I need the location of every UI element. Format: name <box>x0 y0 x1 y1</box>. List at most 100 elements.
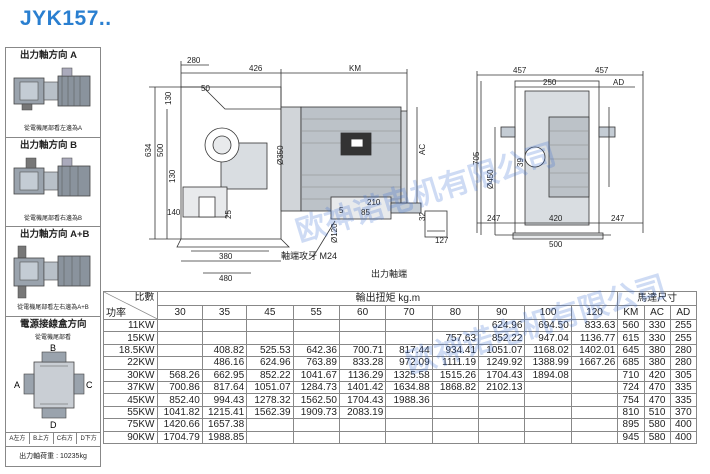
dim-25: 25 <box>224 210 233 219</box>
torque-cell: 817.44 <box>385 343 433 358</box>
motor-km-cell: 560 <box>617 318 645 333</box>
motor-km-cell: 615 <box>617 331 645 345</box>
torque-cell: 833.28 <box>338 356 387 370</box>
torque-cell: 486.16 <box>201 356 248 370</box>
dim-480: 480 <box>219 274 233 283</box>
ratio-header-80: 80 <box>431 305 480 320</box>
motor-ac-cell: 580 <box>643 418 671 432</box>
torque-cell <box>570 430 619 444</box>
motor-km-cell: 754 <box>617 393 645 407</box>
torque-cell <box>570 380 619 395</box>
torque-cell <box>524 393 572 407</box>
torque-cell <box>157 318 203 333</box>
torque-cell: 1988.85 <box>201 430 248 444</box>
torque-cell <box>478 430 526 444</box>
motor-ad-cell: 255 <box>669 318 698 333</box>
torque-cell <box>524 380 572 395</box>
torque-cell: 1401.42 <box>338 380 387 395</box>
torque-cell: 525.53 <box>246 343 294 358</box>
section-heading-a: 出力軸方向 A <box>6 47 100 63</box>
dim-500: 500 <box>156 143 165 157</box>
torque-cell: 1909.73 <box>292 405 340 420</box>
motor-ac-cell: 380 <box>643 356 671 370</box>
motor-body <box>300 106 402 212</box>
junction-box-diagram: A B C D <box>14 344 93 430</box>
torque-cell: 972.09 <box>385 356 433 370</box>
torque-cell: 852.22 <box>246 368 294 382</box>
dim-426: 426 <box>249 64 263 73</box>
dim-85: 85 <box>361 208 370 217</box>
torque-cell <box>570 418 619 432</box>
table-corner: 比數 功率 <box>102 291 159 320</box>
motor-col-ac: AC <box>643 305 671 320</box>
torque-cell <box>385 405 433 420</box>
output-shaft-weight: 出力軸荷重 : 10235kg <box>6 446 100 467</box>
jbox-legend-b: B上方 <box>30 433 54 444</box>
gearbox-b-icon <box>13 157 91 197</box>
torque-cell: 1278.32 <box>246 393 294 407</box>
jbox-legend-c: C右方 <box>54 433 78 444</box>
torque-cell <box>246 418 294 432</box>
page-title: JYK157.. <box>20 7 112 30</box>
jbox-legend-a: A左方 <box>6 433 30 444</box>
corner-divider <box>104 292 157 319</box>
torque-cell: 994.43 <box>201 393 248 407</box>
motor-km-cell: 710 <box>617 368 645 382</box>
torque-cell: 817.64 <box>201 380 248 395</box>
torque-cell <box>157 356 203 370</box>
motor-ad-cell: 370 <box>669 405 698 420</box>
motor-ad-cell: 280 <box>669 343 698 358</box>
torque-cell: 624.96 <box>478 318 526 333</box>
motor-ad-cell: 335 <box>669 380 698 395</box>
torque-cell: 1136.29 <box>338 368 387 382</box>
torque-cell <box>478 405 526 420</box>
torque-cell <box>431 430 480 444</box>
dim-32: 32 <box>418 212 427 221</box>
ratio-header-45: 45 <box>246 305 294 320</box>
torque-cell: 1868.82 <box>431 380 480 395</box>
motor-km-cell: 685 <box>617 356 645 370</box>
corner-ratio-label: 比數 <box>134 292 155 304</box>
section-caption-b: 從電機尾部看右邊為B <box>23 216 82 222</box>
torque-cell: 1325.58 <box>385 368 433 382</box>
dim-ad: AD <box>613 78 624 87</box>
torque-cell <box>431 418 480 432</box>
torque-cell <box>157 343 203 358</box>
motor-ac-cell: 510 <box>643 405 671 420</box>
motor-col-km: KM <box>617 305 645 320</box>
torque-cell: 1704.43 <box>478 368 526 382</box>
motor-ad-cell: 335 <box>669 393 698 407</box>
gearbox-a-icon <box>13 67 91 111</box>
ratio-header-90: 90 <box>478 305 526 320</box>
torque-cell: 757.63 <box>431 331 480 345</box>
torque-cell: 1894.08 <box>524 368 572 382</box>
torque-cell <box>157 331 203 345</box>
dim-127: 127 <box>435 236 449 245</box>
section-heading-b: 出力軸方向 B <box>6 137 100 153</box>
torque-cell <box>524 405 572 420</box>
torque-cell: 568.26 <box>157 368 203 382</box>
shaft-end-label: 出力軸端 <box>371 268 407 279</box>
torque-cell <box>385 418 433 432</box>
torque-cell <box>338 318 387 333</box>
motor-ac-cell: 420 <box>643 368 671 382</box>
dim-280: 280 <box>187 56 201 65</box>
jbox-legend-d: D下方 <box>80 436 97 442</box>
jbox-legend: A左方 B上方 C右方 D下方 <box>6 432 100 444</box>
section-caption-jbox: 從電機尾部看 <box>34 335 71 341</box>
dim-5: 5 <box>339 206 344 215</box>
dim-457a: 457 <box>513 66 527 75</box>
torque-cell: 662.95 <box>201 368 248 382</box>
motor-ad-cell: 280 <box>669 356 698 370</box>
torque-cell: 700.71 <box>338 343 387 358</box>
power-cell: 55KW <box>102 405 159 420</box>
ratio-header-30: 30 <box>157 305 203 320</box>
